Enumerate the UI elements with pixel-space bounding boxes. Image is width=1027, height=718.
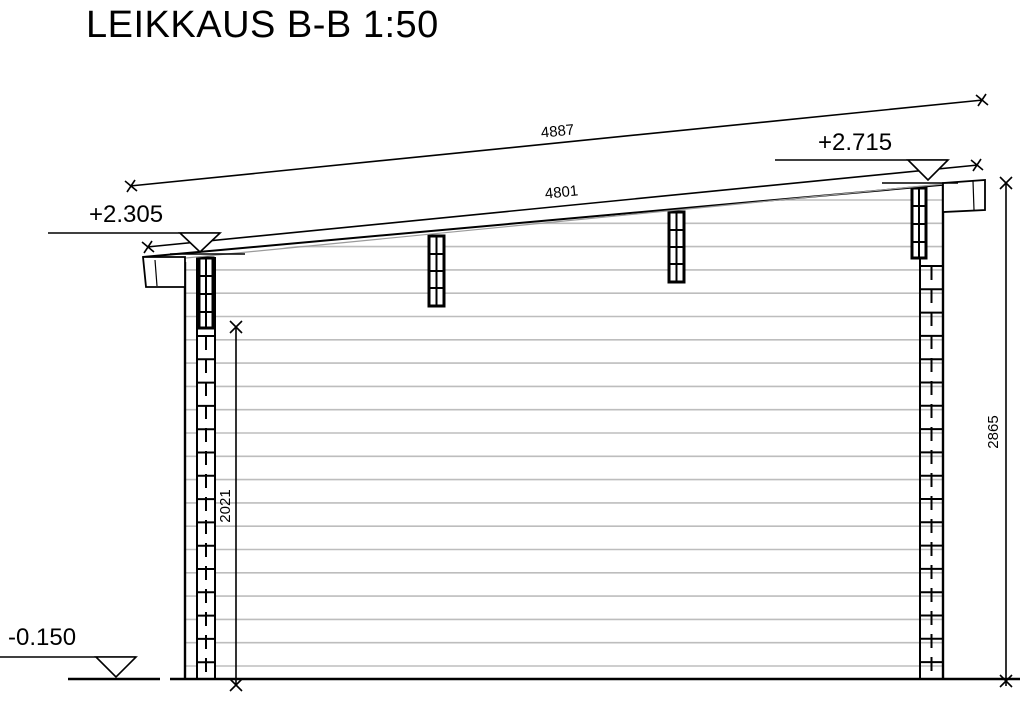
dimension-4887-label: 4887 [540, 121, 575, 141]
level-marker-eave-high [775, 159, 958, 184]
dimension-2021-label: 2021 [217, 489, 234, 522]
level-marker-ground [0, 656, 138, 679]
roof-board [142, 179, 986, 288]
left-wall-post [196, 256, 216, 680]
roof-rafters [427, 210, 686, 308]
dimension-2021 [229, 320, 243, 692]
level-label-ground: -0.150 [8, 624, 76, 651]
dimension-4801-label: 4801 [544, 182, 579, 202]
dimension-2865-label: 2865 [985, 415, 1002, 448]
drawing-title: LEIKKAUS B-B 1:50 [86, 4, 439, 46]
level-marker-eave-low [48, 232, 245, 255]
level-label-eave-low: +2.305 [89, 201, 163, 228]
dimension-4801 [141, 158, 984, 254]
wall-outline [183, 183, 945, 679]
right-wall-post [910, 186, 943, 679]
rafter-1 [427, 234, 446, 308]
level-label-eave-high: +2.715 [818, 129, 892, 156]
dimension-4887 [124, 93, 989, 193]
rafter-2 [667, 210, 686, 284]
dimension-2865 [999, 176, 1013, 688]
wall-boards [185, 199, 943, 667]
